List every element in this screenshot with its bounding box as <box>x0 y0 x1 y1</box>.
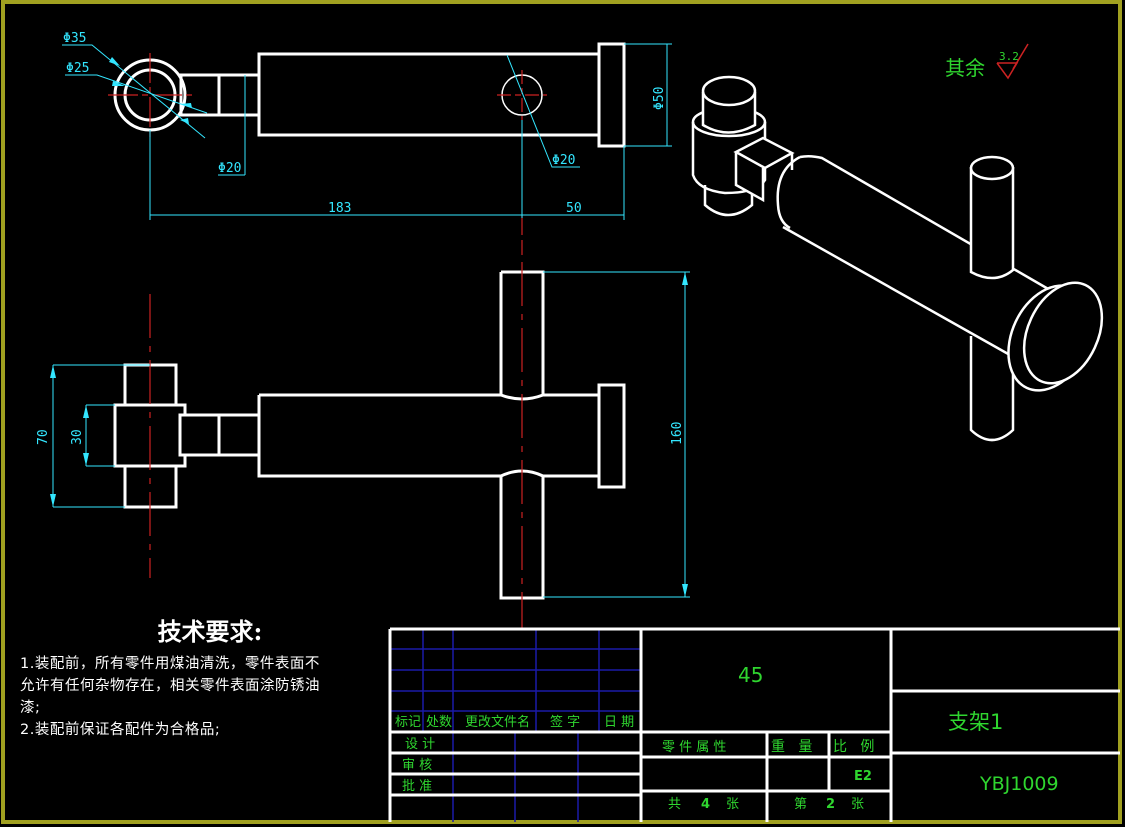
dim-dia-outer: Φ35 <box>63 31 86 46</box>
arrow <box>180 103 192 108</box>
arrow <box>109 57 120 66</box>
rev-header-mark: 标记 <box>395 715 421 730</box>
arrow <box>112 81 125 86</box>
sheet-total: 4 <box>701 797 710 812</box>
iso-neck-block <box>733 136 795 203</box>
scale-label: 比 例 <box>833 739 874 755</box>
title-block: 标记 处数 更改文件名 签 字 日 期 设 计 审 核 批 准 45 零 件 属… <box>388 627 1120 822</box>
dim-dia-neck: Φ20 <box>218 161 241 176</box>
leader-dia-inner <box>65 74 208 114</box>
requirement-line: 漆; <box>20 700 41 716</box>
front-view <box>113 270 626 600</box>
sheet-total-prefix: 共 <box>668 797 681 812</box>
sheet-total-suffix: 张 <box>726 797 739 812</box>
arrow <box>83 453 89 466</box>
neck-segment-2 <box>217 73 261 117</box>
roughness-label: 其余 <box>945 56 985 80</box>
front-view-centerlines <box>149 262 523 628</box>
technical-requirements-title: 技术要求: <box>157 617 263 646</box>
rev-header-date: 日 期 <box>604 715 634 730</box>
drawing-number: YBJ1009 <box>979 773 1059 795</box>
roughness-tick <box>1012 43 1029 70</box>
iso-pin-upper <box>969 167 1015 280</box>
part-attribute-label: 零 件 属 性 <box>662 740 726 755</box>
sheet-index-suffix: 张 <box>851 797 864 812</box>
dim-height-inner: 30 <box>70 429 85 445</box>
leader-dia-hole <box>506 54 580 168</box>
roughness-symbol-icon <box>996 43 1029 80</box>
iso-boss-top <box>701 75 757 107</box>
arrow <box>50 494 56 507</box>
iso-cylinder-start <box>776 155 801 230</box>
iso-main-cylinder <box>782 154 1051 357</box>
neck-segment-1 <box>178 413 221 457</box>
iso-boss-lower <box>703 185 754 217</box>
arrow <box>682 584 688 597</box>
sheet-index-prefix: 第 <box>794 797 807 812</box>
arrow <box>682 272 688 285</box>
main-cylinder <box>257 52 601 137</box>
roughness-value: 3.2 <box>999 50 1019 63</box>
front-view-dimensions <box>52 271 690 598</box>
dim-dia-inner: Φ25 <box>66 61 89 76</box>
iso-pin-lower <box>969 336 1015 442</box>
arrow <box>83 405 89 418</box>
dim-height-outer: 70 <box>36 429 51 445</box>
front-view-arrows <box>50 272 688 597</box>
neck-segment-2 <box>217 413 261 457</box>
arrow <box>180 118 189 124</box>
dim-dia-hole: Φ20 <box>552 153 575 168</box>
weight-label: 重 量 <box>771 739 812 755</box>
role-approve: 批 准 <box>402 779 432 794</box>
arrow <box>50 365 56 378</box>
end-flange <box>597 383 626 489</box>
top-view-centerlines <box>108 53 547 255</box>
leader-dia-outer <box>62 44 206 139</box>
sheet-index: 2 <box>826 797 835 812</box>
top-view-dimensions <box>62 43 672 220</box>
requirement-line: 允许有任何杂物存在，相关零件表面涂防锈油 <box>20 678 320 694</box>
role-review: 审 核 <box>402 758 432 773</box>
rev-header-document: 更改文件名 <box>465 714 530 730</box>
end-flange <box>597 42 626 148</box>
rev-header-signature: 签 字 <box>550 714 580 730</box>
technical-requirements: 技术要求: 1.装配前，所有零件用煤油清洗，零件表面不 允许有任何杂物存在，相关… <box>20 612 380 741</box>
role-design: 设 计 <box>405 737 435 752</box>
roughness-triangle <box>996 62 1019 80</box>
iso-pin-top <box>969 155 1015 181</box>
top-view-arrows <box>109 57 192 124</box>
requirement-line: 1.装配前，所有零件用煤油清洗，零件表面不 <box>20 656 320 672</box>
dim-length-main: 183 <box>328 201 351 216</box>
material-value: 45 <box>738 663 763 687</box>
scale-value: E2 <box>854 769 872 784</box>
dim-height-total: 160 <box>670 422 685 445</box>
rev-header-count: 处数 <box>426 715 452 730</box>
iso-flange-front <box>1022 281 1104 385</box>
requirement-line: 2.装配前保证各配件为合格品; <box>20 722 221 738</box>
isometric-view <box>691 75 1104 442</box>
dim-length-end: 50 <box>566 201 582 216</box>
part-name: 支架1 <box>948 710 1003 734</box>
main-cylinder <box>257 393 599 478</box>
dim-dia-flange: Φ50 <box>652 87 667 110</box>
